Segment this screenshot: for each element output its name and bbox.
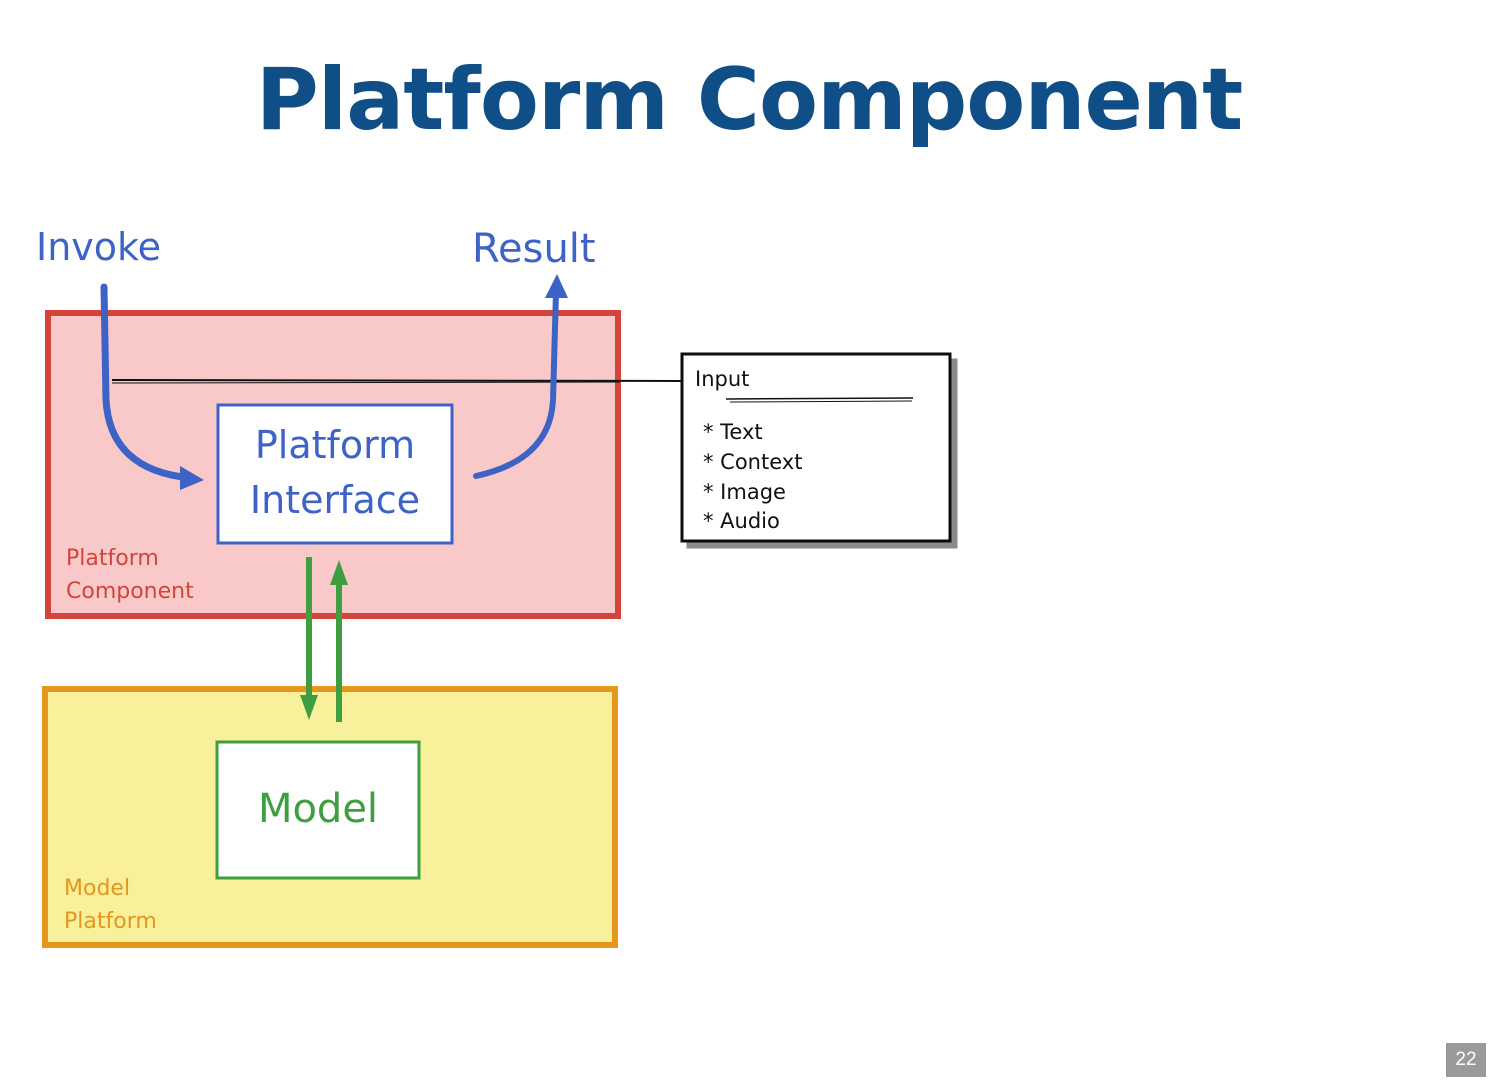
input-note-item: * Audio <box>703 509 780 533</box>
model-platform-label-line1: Model <box>64 876 130 901</box>
model-label: Model <box>258 786 378 832</box>
input-note-divider <box>725 397 914 400</box>
invoke-arrow <box>100 283 204 490</box>
input-note-item: * Image <box>703 480 786 504</box>
platform-interface-line2: Interface <box>250 478 420 522</box>
model-box: Model <box>215 740 421 880</box>
input-note-item: * Text <box>703 420 763 444</box>
response-arrow-up <box>330 560 348 722</box>
slide-title: Platform Component <box>255 50 1243 150</box>
input-note <box>680 352 952 543</box>
model-platform-label-line2: Platform <box>64 909 157 934</box>
platform-interface-box: Platform Interface <box>216 403 454 545</box>
input-note-header: Input <box>695 367 749 391</box>
input-note-item: * Context <box>703 450 802 474</box>
platform-interface-line1: Platform <box>255 423 415 467</box>
note-connector-line <box>111 379 683 384</box>
result-arrow <box>473 274 568 479</box>
platform-component-label-line1: Platform <box>66 546 159 571</box>
request-arrow-down <box>300 557 318 720</box>
platform-component-label-line2: Component <box>66 579 194 604</box>
invoke-label: Invoke <box>36 225 161 269</box>
page-number-badge: 22 <box>1446 1043 1486 1077</box>
result-label: Result <box>472 226 596 272</box>
